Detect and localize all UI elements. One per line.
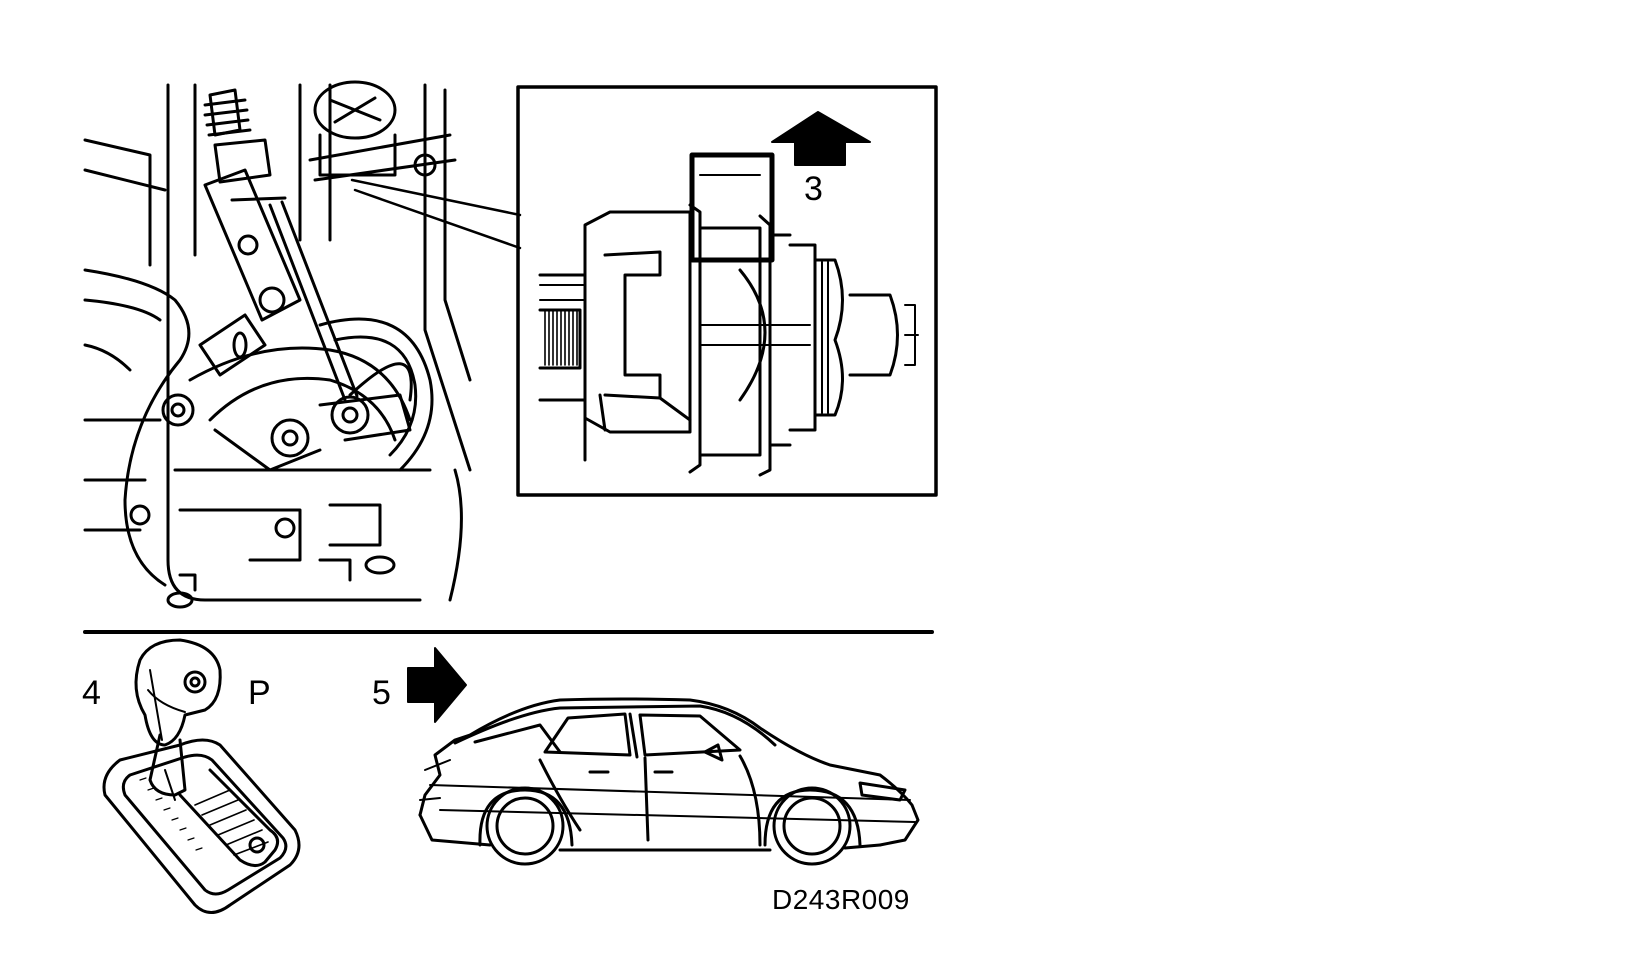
gear-position-p-label: P bbox=[248, 674, 271, 712]
inset-detail bbox=[350, 85, 938, 497]
car-side-view bbox=[418, 697, 920, 866]
ribbed-stub bbox=[544, 309, 578, 366]
front-wheel bbox=[772, 786, 852, 866]
figure-reference-code: D243R009 bbox=[772, 884, 910, 915]
callout-number-3: 3 bbox=[804, 170, 823, 208]
gear-markings bbox=[139, 777, 203, 851]
leader-line-lower bbox=[353, 188, 522, 250]
callout-number-5: 5 bbox=[372, 674, 391, 712]
callout-number-4: 4 bbox=[82, 674, 101, 712]
arrow-up-icon bbox=[771, 111, 871, 166]
gate-detents bbox=[194, 789, 269, 856]
arrow-right-icon bbox=[407, 647, 467, 723]
shift-linkage-mechanism bbox=[83, 80, 472, 609]
rear-wheel bbox=[485, 786, 565, 866]
inset-frame bbox=[516, 85, 938, 497]
leader-line-upper bbox=[350, 178, 522, 217]
switch-tab bbox=[689, 152, 775, 263]
gear-selector bbox=[102, 638, 301, 914]
